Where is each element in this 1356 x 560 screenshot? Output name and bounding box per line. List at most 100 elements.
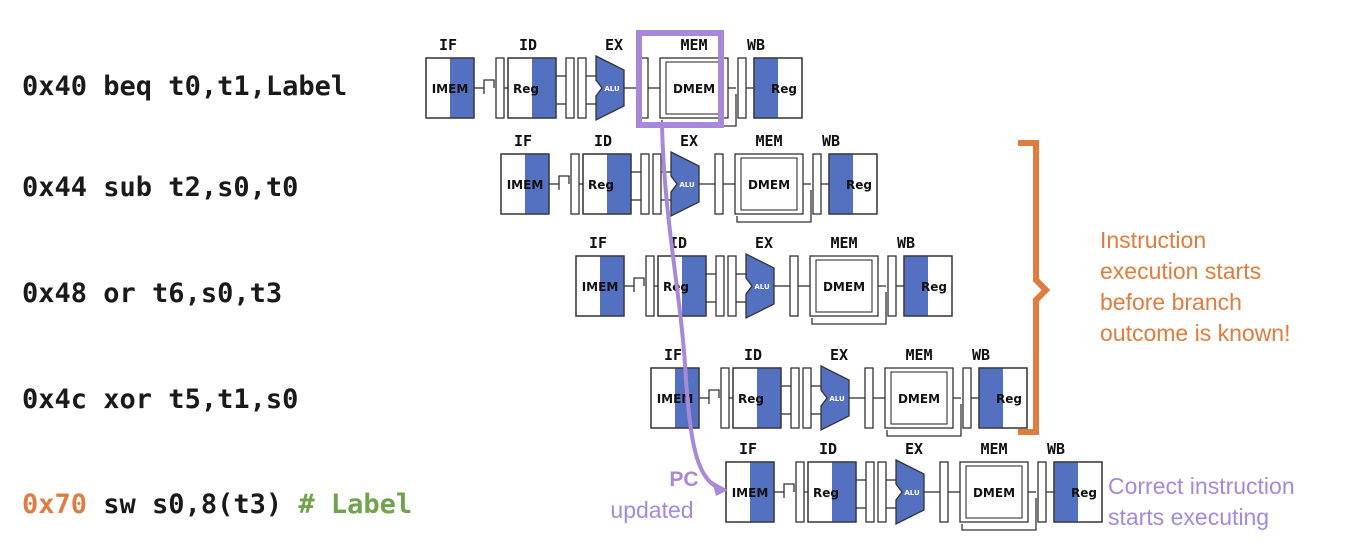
instruction-1: 0x44 sub t2,s0,t0	[22, 172, 298, 203]
dmem-inner	[815, 259, 873, 313]
dmem-inner	[965, 465, 1023, 519]
dmem-inner	[890, 371, 948, 425]
writeback-write-half	[904, 256, 928, 316]
writeback-write-half	[1054, 462, 1078, 522]
regfile-label: Reg	[588, 178, 614, 192]
pipeline-register	[802, 367, 812, 429]
instruction-address: 0x40	[22, 71, 87, 102]
pipeline-register	[737, 57, 747, 119]
wire	[736, 190, 812, 223]
pipeline-register	[570, 153, 580, 215]
imem-label: IMEM	[432, 82, 469, 96]
pipeline-register	[887, 255, 897, 317]
pipeline-register	[812, 153, 822, 215]
alu-label: ALU	[679, 181, 695, 189]
stage-label-id: ID	[744, 346, 762, 364]
dmem-box	[809, 255, 879, 317]
pipeline-register	[962, 367, 972, 429]
regfile-read-half	[607, 154, 631, 214]
imem-label: IMEM	[582, 280, 619, 294]
instruction-address: 0x48	[22, 278, 87, 309]
orange-bracket	[1018, 140, 1051, 435]
instruction-text: sw s0,8(t3)	[87, 489, 282, 520]
alu-label: ALU	[829, 395, 845, 403]
wire	[633, 277, 645, 292]
correct-note-line-0: Correct instruction	[1108, 473, 1295, 499]
instruction-text: sub t2,s0,t0	[87, 172, 298, 203]
stage-label-mem: MEM	[755, 132, 782, 150]
writeback-outline	[1053, 461, 1103, 523]
stage-label-wb: WB	[822, 132, 840, 150]
pipeline-register	[877, 461, 887, 523]
imem-read-half	[600, 256, 624, 316]
pipeline-register	[640, 153, 650, 215]
writeback-label: Reg	[846, 178, 872, 192]
pipeline-register	[652, 153, 662, 215]
stage-label-mem: MEM	[830, 234, 857, 252]
writeback-outline	[903, 255, 953, 317]
pipeline-register	[645, 255, 655, 317]
pc-updated-label: updated	[610, 497, 693, 523]
pipeline-register	[577, 57, 587, 119]
stage-label-id: ID	[594, 132, 612, 150]
pipeline-register	[789, 255, 799, 317]
regfile-read-half	[532, 58, 556, 118]
regfile-read-half	[682, 256, 706, 316]
pipeline-register	[939, 461, 949, 523]
dmem-label: DMEM	[973, 486, 1015, 500]
pipeline-register	[565, 57, 575, 119]
imem-label: IMEM	[507, 178, 544, 192]
wire	[886, 404, 962, 437]
wire	[558, 175, 570, 190]
alu-shape	[595, 54, 625, 122]
wire	[708, 389, 720, 404]
imem-label: IMEM	[732, 486, 769, 500]
dmem-label: DMEM	[898, 392, 940, 406]
alu-shape	[670, 150, 700, 218]
regfile-outline	[732, 367, 782, 429]
stage-label-wb: WB	[747, 36, 765, 54]
pc-label: PC	[669, 468, 698, 491]
wire	[961, 498, 1037, 531]
instruction-text: xor t5,t1,s0	[87, 384, 298, 415]
dmem-label: DMEM	[748, 178, 790, 192]
instruction-comment: # Label	[282, 489, 412, 520]
alu-shape	[895, 458, 925, 526]
stage-label-mem: MEM	[905, 346, 932, 364]
pipeline-register	[495, 57, 505, 119]
pipeline-register	[864, 367, 874, 429]
stage-label-mem: MEM	[680, 36, 707, 54]
wire	[811, 292, 887, 325]
writeback-write-half	[829, 154, 853, 214]
regfile-outline	[807, 461, 857, 523]
bracket-note-line-0: Instruction	[1100, 227, 1206, 253]
stage-label-ex: EX	[680, 132, 698, 150]
dmem-box	[734, 153, 804, 215]
pipeline-register	[715, 255, 725, 317]
bracket-note-line-1: execution starts	[1100, 258, 1261, 284]
bracket-note-line-3: outcome is known!	[1100, 320, 1290, 346]
writeback-outline	[753, 57, 803, 119]
mem-highlight-box	[636, 30, 724, 128]
imem-read-half	[525, 154, 549, 214]
writeback-label: Reg	[771, 82, 797, 96]
regfile-label: Reg	[738, 392, 764, 406]
alu-shape	[745, 252, 775, 320]
stage-label-id: ID	[819, 440, 837, 458]
writeback-outline	[828, 153, 878, 215]
pipeline-register	[795, 461, 805, 523]
wire	[783, 483, 795, 498]
imem-label: IMEM	[657, 392, 694, 406]
dmem-box	[959, 461, 1029, 523]
instruction-3: 0x4c xor t5,t1,s0	[22, 384, 298, 415]
stage-label-if: IF	[589, 234, 607, 252]
imem-read-half	[750, 462, 774, 522]
instruction-text: beq t0,t1,Label	[87, 71, 347, 102]
pipeline-register	[790, 367, 800, 429]
instruction-address: 0x44	[22, 172, 87, 203]
dmem-label: DMEM	[673, 82, 715, 96]
stage-label-wb: WB	[972, 346, 990, 364]
